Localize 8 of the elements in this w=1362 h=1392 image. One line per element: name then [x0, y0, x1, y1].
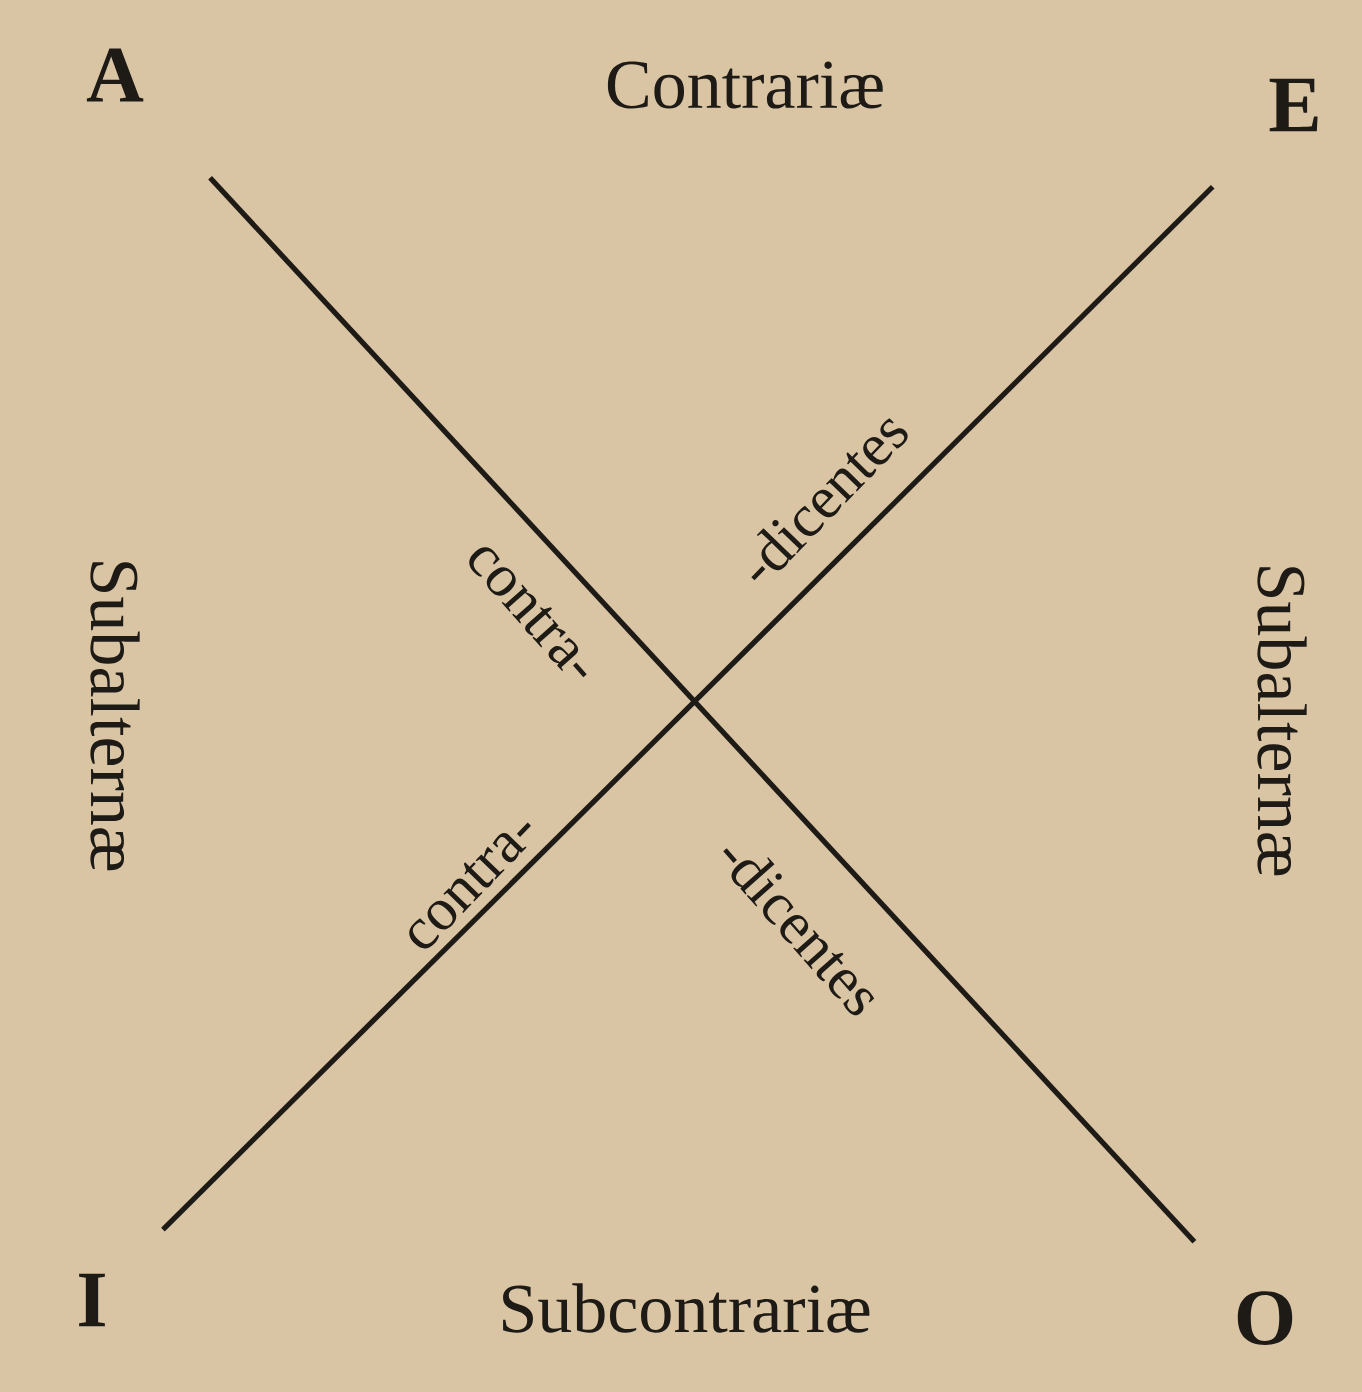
label: Subcontrariæ [503, 1283, 870, 1333]
label: Subalternæ [90, 562, 140, 871]
vertex-letter: O [1237, 1291, 1293, 1345]
label: Subalternæ [1257, 567, 1307, 876]
label: Contrariæ [607, 61, 883, 109]
vertex-letter: A [86, 48, 144, 102]
vertex-letter: I [79, 1273, 105, 1327]
vertex-letter: E [1269, 78, 1318, 132]
